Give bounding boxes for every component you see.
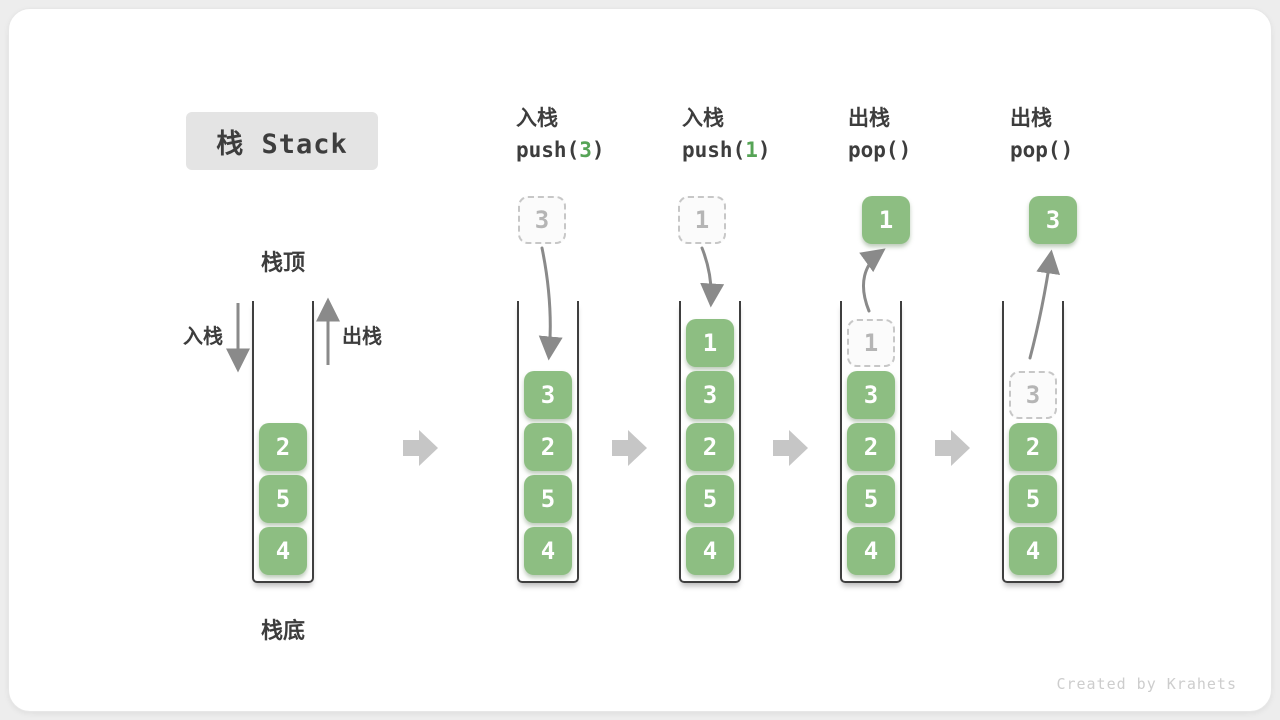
op-label-push-1: 入栈 push(1) bbox=[682, 103, 852, 167]
stack-after-push-3-container bbox=[517, 301, 579, 583]
stack-after-pop-3-container bbox=[1002, 301, 1064, 583]
stack-after-push-1-container bbox=[679, 301, 741, 583]
op-name: 入栈 bbox=[682, 106, 724, 130]
stack-top-label: 栈顶 bbox=[261, 251, 306, 276]
op-code-arg: 3 bbox=[579, 138, 592, 162]
stack-after-pop-1-floating-1: 1 bbox=[862, 196, 910, 244]
stack-after-push-3-floating-3: 3 bbox=[518, 196, 566, 244]
stack-after-push-3-cell-3: 3 bbox=[524, 371, 572, 419]
stack-after-pop-3-cell-5: 5 bbox=[1009, 475, 1057, 523]
op-code: pop() bbox=[1010, 138, 1074, 162]
op-label-pop-1: 出栈 pop() bbox=[848, 103, 1018, 167]
stack-initial-container bbox=[252, 301, 314, 583]
op-name: 入栈 bbox=[516, 106, 558, 130]
stack-after-pop-3-cell-3-ghost: 3 bbox=[1009, 371, 1057, 419]
stack-after-pop-1-cell-2: 2 bbox=[847, 423, 895, 471]
stack-after-push-1-cell-2: 2 bbox=[686, 423, 734, 471]
stack-after-pop-1-container bbox=[840, 301, 902, 583]
stack-after-push-1-cell-1: 1 bbox=[686, 319, 734, 367]
stack-after-pop-1-cell-5: 5 bbox=[847, 475, 895, 523]
stack-after-pop-1-cell-1-ghost: 1 bbox=[847, 319, 895, 367]
stack-after-push-3-cell-2: 2 bbox=[524, 423, 572, 471]
stack-initial-cell-2: 2 bbox=[259, 423, 307, 471]
op-code: pop() bbox=[848, 138, 912, 162]
stack-after-push-1-cell-4: 4 bbox=[686, 527, 734, 575]
stack-initial-cell-4: 4 bbox=[259, 527, 307, 575]
stack-after-pop-3-cell-2: 2 bbox=[1009, 423, 1057, 471]
stack-after-pop-1-cell-4: 4 bbox=[847, 527, 895, 575]
stack-after-push-1-cell-3: 3 bbox=[686, 371, 734, 419]
op-code: push(3) bbox=[516, 138, 605, 162]
stack-bottom-label: 栈底 bbox=[261, 619, 306, 644]
stack-after-push-3-cell-4: 4 bbox=[524, 527, 572, 575]
op-name: 出栈 bbox=[848, 106, 890, 130]
stack-initial-cell-5: 5 bbox=[259, 475, 307, 523]
op-name: 出栈 bbox=[1010, 106, 1052, 130]
op-code-arg: 1 bbox=[745, 138, 758, 162]
stack-after-push-1-floating-1: 1 bbox=[678, 196, 726, 244]
diagram-title: 栈 Stack bbox=[186, 112, 378, 170]
stack-after-pop-3-floating-3: 3 bbox=[1029, 196, 1077, 244]
pop-side-label: 出栈 bbox=[342, 324, 382, 348]
stack-after-push-3-cell-5: 5 bbox=[524, 475, 572, 523]
op-label-push-3: 入栈 push(3) bbox=[516, 103, 686, 167]
op-label-pop-3: 出栈 pop() bbox=[1010, 103, 1180, 167]
stack-after-push-1-cell-5: 5 bbox=[686, 475, 734, 523]
stack-after-pop-3-cell-4: 4 bbox=[1009, 527, 1057, 575]
stack-after-pop-1-cell-3: 3 bbox=[847, 371, 895, 419]
push-side-label: 入栈 bbox=[183, 324, 223, 348]
footer-credit: Created by Krahets bbox=[1056, 675, 1237, 693]
op-code: push(1) bbox=[682, 138, 771, 162]
